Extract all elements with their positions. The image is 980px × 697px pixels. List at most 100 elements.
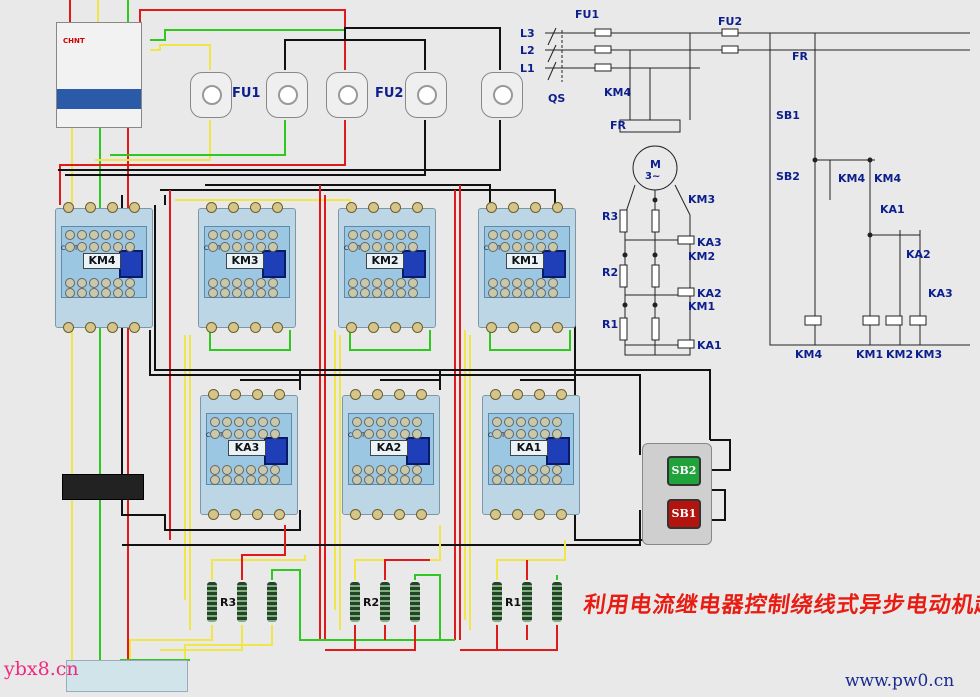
contact-terminal xyxy=(268,242,278,252)
sch-coil-km1: KM1 xyxy=(856,348,884,361)
contact-terminal xyxy=(552,417,562,427)
contact-terminal xyxy=(372,288,382,298)
resistor-coil xyxy=(350,582,360,622)
relay-ka3[interactable]: CHNT KA3 xyxy=(200,385,298,525)
contact-terminal xyxy=(396,230,406,240)
contact-terminal xyxy=(360,288,370,298)
contact-terminal xyxy=(388,429,398,439)
contact-terminal xyxy=(89,230,99,240)
sch-km4-aux: KM4 xyxy=(874,172,902,185)
contact-terminal xyxy=(101,230,111,240)
contact-terminal xyxy=(488,288,498,298)
contact-terminal xyxy=(220,278,230,288)
contact-terminal xyxy=(492,465,502,475)
contact-terminal xyxy=(348,278,358,288)
terminal-screw xyxy=(63,202,74,213)
contact-terminal xyxy=(125,242,135,252)
contact-terminal xyxy=(384,288,394,298)
contact-terminal xyxy=(232,242,242,252)
contact-terminal xyxy=(65,242,75,252)
contact-terminal xyxy=(516,475,526,485)
contact-terminal xyxy=(256,288,266,298)
fuse-label-fu1: FU1 xyxy=(232,86,261,101)
contact-terminal xyxy=(524,242,534,252)
sch-r2: R2 xyxy=(602,266,619,279)
contact-terminal xyxy=(256,278,266,288)
contact-terminal xyxy=(536,288,546,298)
contact-terminal xyxy=(492,417,502,427)
sch-km4-main: KM4 xyxy=(604,86,632,99)
breaker-toggle-bar xyxy=(57,89,141,109)
contact-terminal xyxy=(244,278,254,288)
sch-sb1: SB1 xyxy=(776,109,800,122)
contact-terminal xyxy=(210,429,220,439)
diagram-title: 利用电流继电器控制绕线式异步电动机起动控制线路 xyxy=(581,593,980,618)
contact-terminal xyxy=(352,417,362,427)
contact-terminal xyxy=(488,278,498,288)
contact-terminal xyxy=(220,242,230,252)
fuse-label-fu2: FU2 xyxy=(375,86,404,101)
fuse-holder xyxy=(190,72,232,118)
terminal-screw xyxy=(416,389,427,400)
contact-terminal xyxy=(512,288,522,298)
sch-ka1: KA1 xyxy=(697,339,722,352)
terminal-screw xyxy=(372,509,383,520)
contact-terminal xyxy=(220,230,230,240)
contact-terminal xyxy=(246,417,256,427)
contact-terminal xyxy=(210,417,220,427)
sb2-start-button[interactable]: SB2 xyxy=(667,456,701,486)
relay-ka1[interactable]: CHNT KA1 xyxy=(482,385,580,525)
contact-terminal xyxy=(500,278,510,288)
contact-terminal xyxy=(113,242,123,252)
contact-terminal xyxy=(222,429,232,439)
contact-terminal xyxy=(372,278,382,288)
terminal-screw xyxy=(508,322,519,333)
contact-terminal xyxy=(376,429,386,439)
fuse-holder xyxy=(266,72,308,118)
contact-terminal xyxy=(384,242,394,252)
contact-terminal xyxy=(222,475,232,485)
terminal-screw xyxy=(530,202,541,213)
contactor-km2[interactable]: CHNT KM2 xyxy=(338,198,436,338)
resistor-label-r2: R2 xyxy=(363,596,380,609)
contact-terminal xyxy=(101,278,111,288)
contact-terminal xyxy=(388,475,398,485)
contact-terminal xyxy=(77,288,87,298)
terminal-screw xyxy=(350,389,361,400)
resistor-coil xyxy=(522,582,532,622)
fuse-holder xyxy=(326,72,368,118)
contact-terminal xyxy=(528,417,538,427)
terminal-screw xyxy=(129,322,140,333)
contact-terminal xyxy=(536,242,546,252)
sch-ka2: KA2 xyxy=(697,287,722,300)
contact-terminal xyxy=(400,429,410,439)
contactor-km1[interactable]: CHNT KM1 xyxy=(478,198,576,338)
contact-terminal xyxy=(400,475,410,485)
contact-terminal xyxy=(540,465,550,475)
contact-terminal xyxy=(270,465,280,475)
contact-terminal xyxy=(552,465,562,475)
contact-terminal xyxy=(232,230,242,240)
relay-ka2[interactable]: CHNT KA2 xyxy=(342,385,440,525)
contact-terminal xyxy=(268,278,278,288)
contact-terminal xyxy=(500,288,510,298)
terminal-screw xyxy=(346,322,357,333)
contactor-label: KM4 xyxy=(83,253,121,269)
contact-terminal xyxy=(412,417,422,427)
contact-terminal xyxy=(244,230,254,240)
sb1-stop-button[interactable]: SB1 xyxy=(667,499,701,529)
resistor-coil xyxy=(410,582,420,622)
contact-terminal xyxy=(77,242,87,252)
contact-terminal xyxy=(540,429,550,439)
contact-terminal xyxy=(504,429,514,439)
contactor-km3[interactable]: CHNT KM3 xyxy=(198,198,296,338)
contactor-km4[interactable]: CHNT KM4 xyxy=(55,198,153,338)
contact-terminal xyxy=(234,465,244,475)
contact-terminal xyxy=(89,288,99,298)
terminal-screw xyxy=(556,509,567,520)
contact-terminal xyxy=(536,230,546,240)
circuit-breaker[interactable]: CHNT xyxy=(56,22,142,128)
sch-l3: L3 xyxy=(520,27,535,40)
terminal-screw xyxy=(230,509,241,520)
sch-l2: L2 xyxy=(520,44,535,57)
